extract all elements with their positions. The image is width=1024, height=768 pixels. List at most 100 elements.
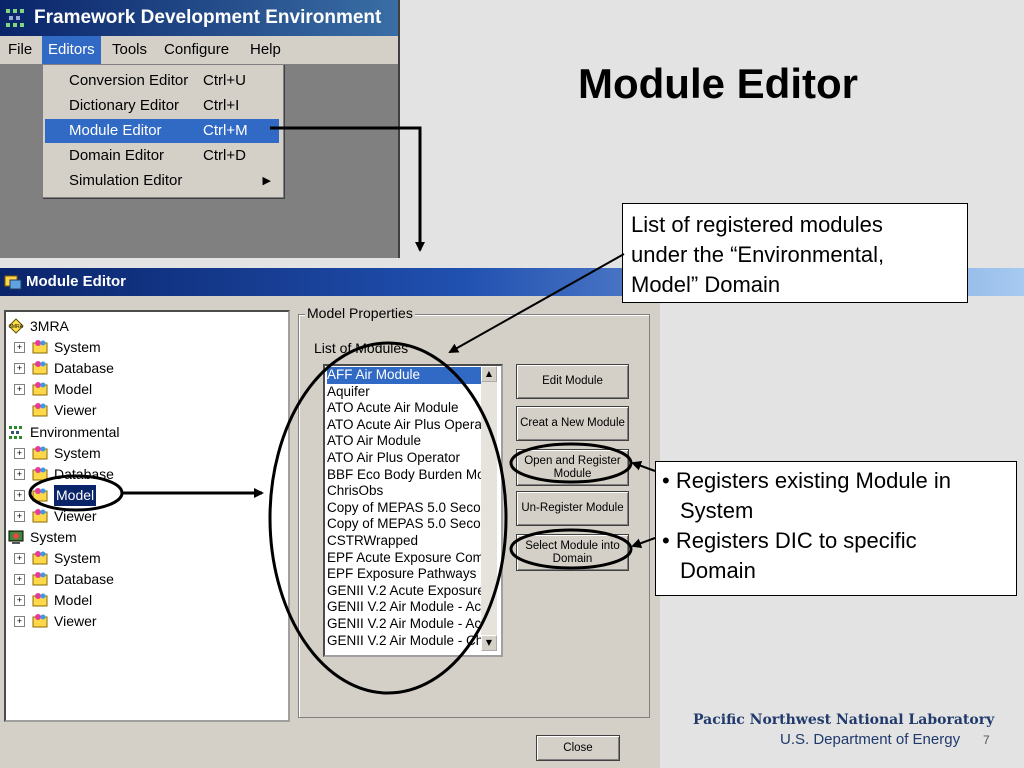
menu-item-label: Conversion Editor (69, 72, 189, 89)
module-list-item[interactable]: GENII V.2 Acute Exposure (327, 582, 481, 598)
module-list-item[interactable]: GENII V.2 Air Module - Acute (327, 599, 481, 615)
module-list-item[interactable]: Copy of MEPAS 5.0 Secondary (327, 499, 481, 515)
system-icon (8, 529, 24, 545)
tree-node[interactable]: + Model (6, 484, 286, 506)
callout-line: • Registers existing Module in (662, 468, 951, 493)
module-list-item[interactable]: CSTRWrapped (327, 533, 419, 548)
tree-node-label: Model (54, 381, 93, 398)
folder-icon (32, 508, 48, 524)
svg-text:3MRA: 3MRA (9, 324, 24, 330)
menu-domain-editor[interactable]: Domain Editor Ctrl+D (45, 144, 279, 168)
edit-module-button[interactable]: Edit Module (516, 364, 629, 399)
menu-file[interactable]: File (8, 41, 33, 58)
fde-window-title: Framework Development Environment (34, 7, 382, 28)
module-list-scrollbar[interactable]: ▲ ▼ (481, 366, 497, 651)
tree-node[interactable]: +Viewer (6, 611, 286, 632)
tree-node[interactable]: + Database (6, 464, 286, 485)
callout-line: List of registered modules (631, 212, 883, 237)
module-list-item[interactable]: Aquifer (327, 383, 370, 399)
tree-node[interactable]: + System (6, 443, 286, 464)
module-list-item[interactable]: BBF Eco Body Burden Module (327, 466, 481, 482)
folder-icon (32, 613, 48, 629)
module-editor-icon (4, 275, 22, 290)
tree-node-label: System (54, 444, 101, 461)
open-register-module-button[interactable]: Open and Register Module (516, 449, 629, 486)
tree-node-label: System (54, 550, 101, 567)
tree-node[interactable]: Environmental (6, 422, 286, 443)
menu-help[interactable]: Help (250, 41, 281, 58)
menu-item-shortcut: Ctrl+D (203, 147, 246, 164)
menu-conversion-editor[interactable]: Conversion Editor Ctrl+U (45, 69, 279, 93)
folder-icon (32, 487, 48, 503)
callout-line: System (680, 498, 754, 523)
module-list-item[interactable]: AFF Air Module (327, 367, 481, 384)
tree-node-label: Model (54, 484, 97, 506)
menu-tools[interactable]: Tools (112, 41, 148, 58)
tree-node-label: Database (54, 571, 114, 588)
module-list-item[interactable]: ATO Acute Air Plus Operator (327, 416, 481, 432)
close-button[interactable]: Close (536, 735, 620, 761)
tree-node[interactable]: Viewer (6, 400, 286, 421)
submenu-arrow-icon: ▶ (262, 175, 271, 187)
modules-list-callout: List of registered modules under the “En… (622, 203, 968, 303)
page-number: 7 (983, 733, 990, 747)
scroll-down-icon[interactable]: ▼ (481, 635, 497, 651)
module-list-item[interactable]: ATO Acute Air Module (327, 400, 459, 416)
expand-icon[interactable]: + (14, 595, 25, 607)
register-callout: • Registers existing Module in System • … (655, 461, 1017, 596)
expand-icon[interactable]: + (14, 342, 25, 354)
menu-item-label: Simulation Editor (69, 172, 183, 189)
menu-configure[interactable]: Configure (164, 41, 230, 58)
module-list-item[interactable]: ATO Air Module (327, 433, 422, 449)
fde-app-icon (6, 9, 24, 27)
tree-node[interactable]: + Model (6, 379, 286, 400)
menu-module-editor[interactable]: Module Editor Ctrl+M (45, 119, 279, 143)
folder-icon (32, 445, 48, 461)
tree-node-label: Database (54, 360, 114, 377)
select-module-into-domain-button[interactable]: Select Module into Domain (516, 534, 629, 571)
menu-editors[interactable]: Editors (42, 36, 101, 64)
menu-simulation-editor[interactable]: Simulation Editor ▶ (45, 169, 279, 193)
expand-icon[interactable]: + (14, 468, 25, 480)
module-list-item[interactable]: EPF Acute Exposure Computation (327, 549, 481, 565)
tree-node[interactable]: +Model (6, 590, 286, 611)
fde-titlebar[interactable]: Framework Development Environment (0, 0, 398, 36)
folder-icon (32, 339, 48, 355)
expand-icon[interactable]: + (14, 574, 25, 586)
create-new-module-button[interactable]: Creat a New Module (516, 406, 629, 441)
module-list-item[interactable]: EPF Exposure Pathways (327, 566, 477, 582)
expand-icon[interactable]: + (14, 384, 25, 396)
folder-icon (32, 592, 48, 608)
expand-icon[interactable]: + (14, 489, 25, 501)
tree-node[interactable]: + Database (6, 358, 286, 379)
slide-title: Module Editor (578, 60, 858, 107)
scroll-up-icon[interactable]: ▲ (481, 366, 497, 382)
list-of-modules-label: List of Modules (314, 340, 409, 356)
tree-node[interactable]: +Viewer (6, 506, 286, 527)
tree-node-label: Database (54, 465, 114, 482)
expand-icon[interactable]: + (14, 553, 25, 565)
module-list-item[interactable]: Copy of MEPAS 5.0 Secondary (327, 516, 481, 532)
environmental-icon (8, 424, 24, 440)
tree-node[interactable]: + Database (6, 569, 286, 590)
module-list-item[interactable]: GENII V.2 Air Module - Chronic (327, 632, 481, 648)
callout-line: Model” Domain (631, 272, 781, 297)
tree-node[interactable]: +System (6, 337, 286, 358)
editors-dropdown: Conversion Editor Ctrl+U Dictionary Edit… (42, 64, 284, 198)
menu-dictionary-editor[interactable]: Dictionary Editor Ctrl+I (45, 94, 279, 118)
expand-icon[interactable]: + (14, 363, 25, 375)
folder-icon (32, 550, 48, 566)
tree-node[interactable]: + System (6, 548, 286, 569)
module-editor-title: Module Editor (26, 273, 126, 290)
expand-icon[interactable]: + (14, 616, 25, 628)
module-list-item[interactable]: ATO Air Plus Operator (327, 450, 461, 465)
tree-node[interactable]: System (6, 527, 286, 548)
module-list-item[interactable]: ChrisObs (327, 483, 384, 499)
expand-icon[interactable]: + (14, 510, 25, 522)
unregister-module-button[interactable]: Un-Register Module (516, 491, 629, 526)
expand-icon[interactable]: + (14, 447, 25, 459)
module-list-item[interactable]: GENII V.2 Air Module - Acute (327, 616, 481, 631)
